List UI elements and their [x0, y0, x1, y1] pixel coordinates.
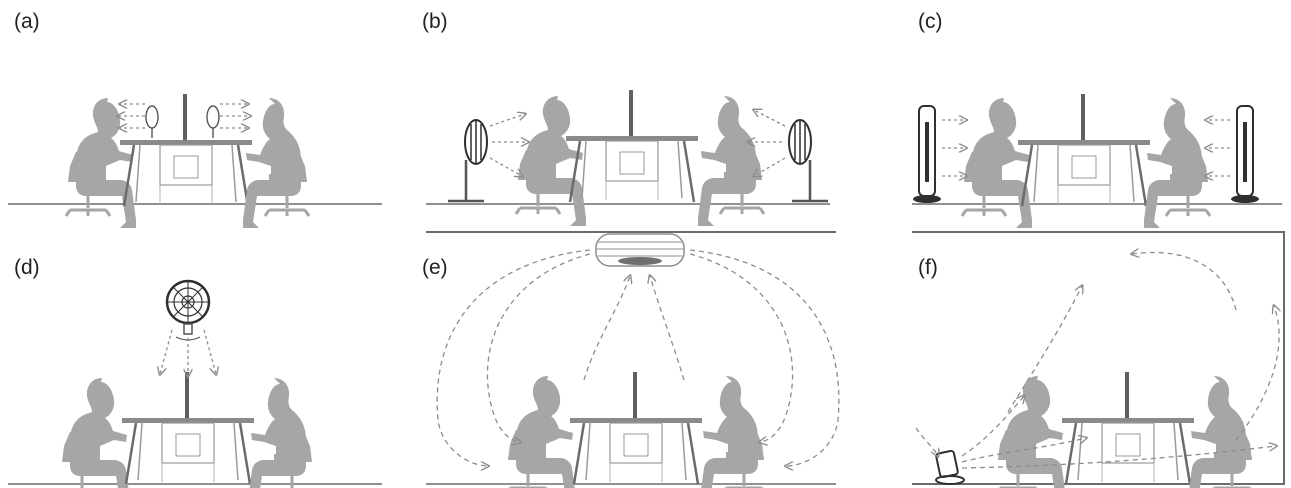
airflow-arrows — [489, 110, 786, 176]
airflow-arrows — [942, 120, 1230, 176]
desk-fan-icon — [145, 105, 220, 138]
tower-fan-right-icon — [1231, 105, 1259, 203]
woman-figure — [241, 96, 311, 230]
desk — [564, 88, 700, 204]
room-outline — [912, 231, 1285, 485]
desk — [120, 370, 256, 486]
ceiling-fan-icon — [595, 233, 685, 267]
panel-b: (b) — [422, 10, 830, 228]
man-figure — [960, 96, 1034, 230]
woman-figure — [696, 94, 766, 228]
desk — [1060, 370, 1196, 486]
pedestal-fan-left-icon — [448, 119, 488, 203]
woman-figure — [246, 376, 316, 488]
panel-label-c: (c) — [918, 10, 943, 33]
desk — [118, 92, 254, 208]
man-figure — [64, 96, 138, 230]
airflow-arrows — [436, 249, 840, 466]
panel-label-a: (a) — [14, 10, 40, 33]
tower-fan-left-icon — [913, 105, 941, 203]
floor-fan-icon — [935, 449, 965, 485]
pedestal-fan-right-icon — [788, 119, 828, 203]
woman-figure — [698, 374, 768, 488]
panel-a: (a) — [8, 10, 382, 230]
man-figure — [994, 374, 1068, 488]
ceiling-fan-grille-icon — [165, 279, 211, 341]
desk — [1016, 92, 1152, 208]
airflow-arrows — [915, 252, 1279, 469]
airflow-arrows — [160, 329, 216, 376]
panel-c: (c) — [912, 10, 1282, 230]
woman-figure — [1186, 374, 1256, 488]
man-figure — [58, 376, 132, 488]
panel-label-d: (d) — [14, 256, 40, 279]
desk — [568, 370, 704, 486]
man-figure — [504, 374, 578, 488]
panel-label-f: (f) — [918, 256, 938, 279]
panel-f: (f) — [912, 231, 1285, 488]
panel-d: (d) — [8, 256, 382, 488]
panel-e: (e) — [422, 231, 840, 488]
woman-figure — [1142, 96, 1212, 230]
airflow-arrows — [118, 104, 250, 128]
panel-label-b: (b) — [422, 10, 448, 33]
panel-label-e: (e) — [422, 256, 448, 279]
